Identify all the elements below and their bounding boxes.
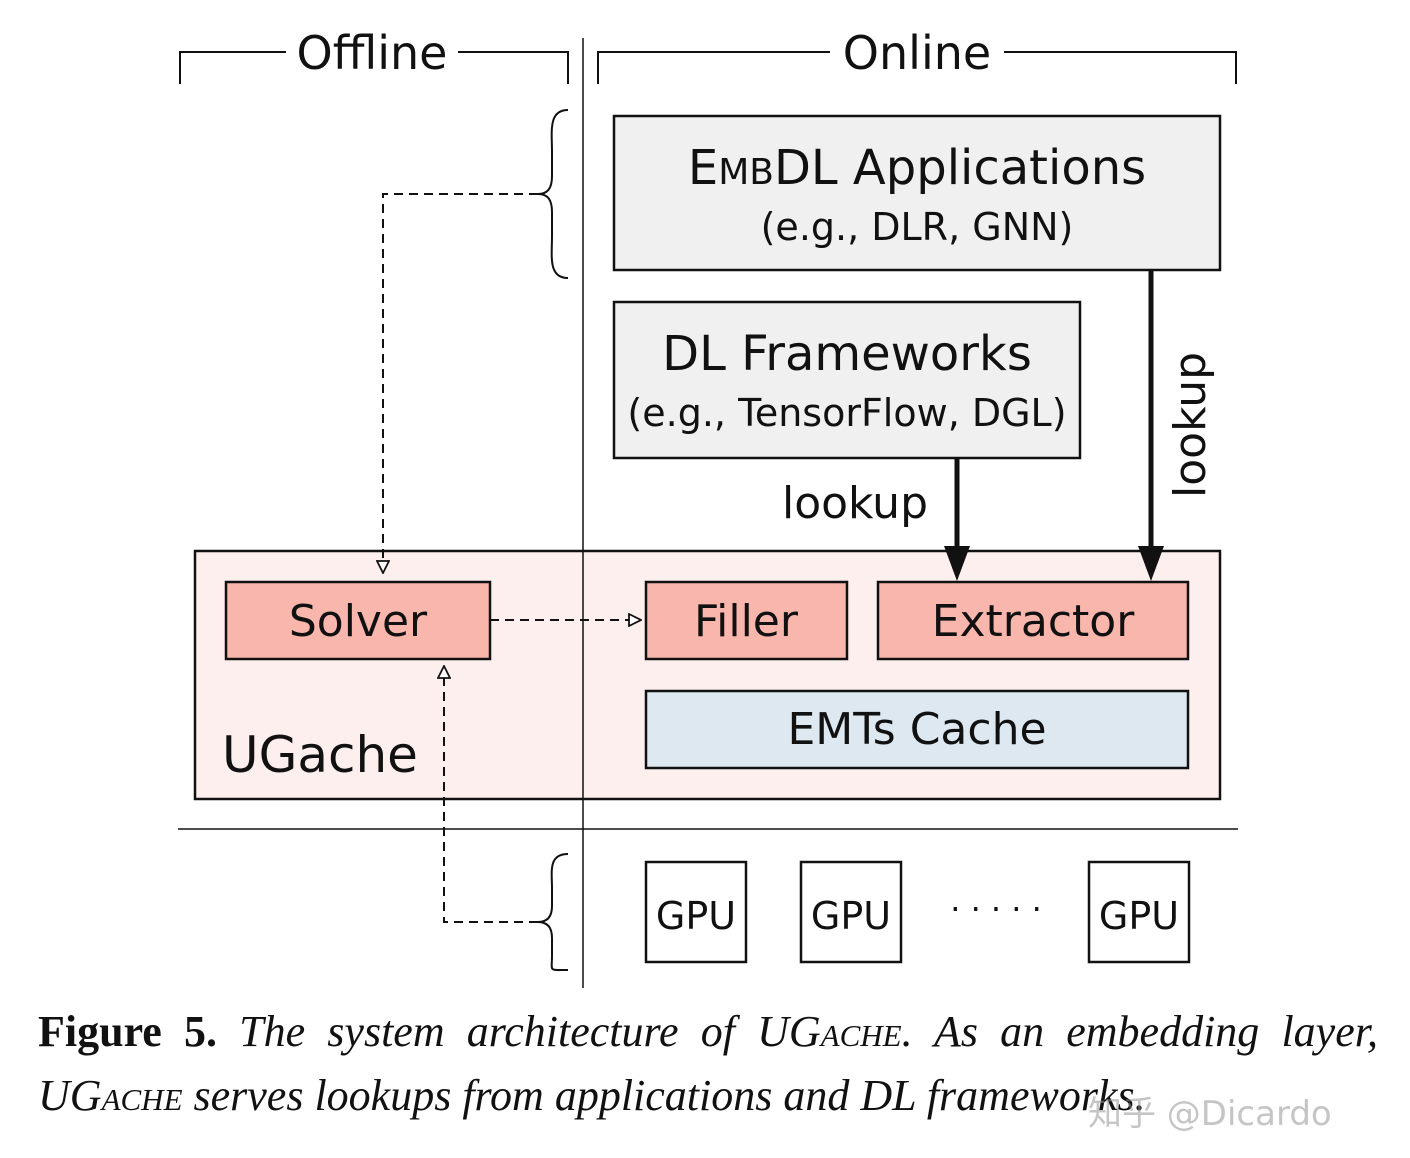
applications-brace — [537, 109, 569, 279]
gpu-box: GPU — [1087, 860, 1191, 964]
emts-cache-label: EMTs Cache — [787, 704, 1046, 755]
dashed-arrow-gpus-to-solver — [444, 666, 538, 923]
solver-label: Solver — [289, 596, 428, 647]
lookup-arrow-applications — [1138, 270, 1164, 581]
caption-ugache-2b: ache — [101, 1071, 183, 1120]
gpu-ellipsis: · · · · · — [950, 890, 1042, 928]
frameworks-title: DL Frameworks — [662, 326, 1032, 382]
solver-box: Solver — [224, 580, 492, 661]
applications-title-rest: DL Applications — [774, 140, 1146, 196]
online-label: Online — [843, 26, 991, 80]
offline-bracket: Offline — [179, 26, 569, 84]
dashed-arrow-applications-to-solver — [383, 193, 538, 573]
gpu-label: GPU — [1099, 894, 1179, 938]
caption-text-2: . As an embedding layer, — [901, 1007, 1378, 1056]
filler-box: Filler — [644, 580, 849, 661]
caption-ugache-2a: UG — [38, 1071, 102, 1120]
extractor-box: Extractor — [876, 580, 1190, 661]
caption-ugache-1a: UG — [757, 1007, 821, 1056]
lookup-arrow-frameworks — [944, 458, 970, 581]
applications-title-smallcaps: mb — [718, 152, 774, 193]
applications-title: EmbDL Applications — [688, 140, 1146, 196]
lookup-label-frameworks: lookup — [782, 478, 928, 529]
lookup-label-applications: lookup — [1165, 352, 1216, 498]
figure-caption: Figure 5. The system architecture of UGa… — [38, 1000, 1378, 1128]
gpu-box: GPU — [644, 860, 748, 964]
zhihu-watermark: 知乎 @Dicardo — [1088, 1094, 1332, 1134]
ugache-label: UGache — [222, 726, 418, 784]
caption-figure-number: Figure 5. — [38, 1007, 217, 1056]
gpu-brace — [537, 853, 569, 972]
frameworks-subtitle: (e.g., TensorFlow, DGL) — [627, 391, 1066, 435]
gpu-label: GPU — [656, 894, 736, 938]
dl-frameworks-box: DL Frameworks (e.g., TensorFlow, DGL) — [612, 300, 1082, 460]
emts-cache-box: EMTs Cache — [644, 689, 1190, 770]
caption-text-3: serves lookups from applications and DL … — [182, 1071, 1146, 1120]
caption-text-1: The system architecture of — [239, 1007, 758, 1056]
extractor-label: Extractor — [932, 596, 1136, 647]
offline-label: Offline — [297, 26, 448, 80]
filler-label: Filler — [694, 596, 799, 647]
applications-subtitle: (e.g., DLR, GNN) — [761, 205, 1074, 249]
embdl-applications-box: EmbDL Applications (e.g., DLR, GNN) — [612, 114, 1222, 272]
online-bracket: Online — [597, 26, 1237, 84]
gpu-box: GPU — [799, 860, 903, 964]
architecture-diagram: Offline Online EmbDL Applications (e.g.,… — [178, 26, 1238, 988]
applications-title-prefix: E — [688, 140, 718, 196]
gpu-label: GPU — [811, 894, 891, 938]
caption-ugache-1b: ache — [820, 1007, 902, 1056]
caption-body: The system architecture of UGache. As an… — [38, 1007, 1378, 1120]
